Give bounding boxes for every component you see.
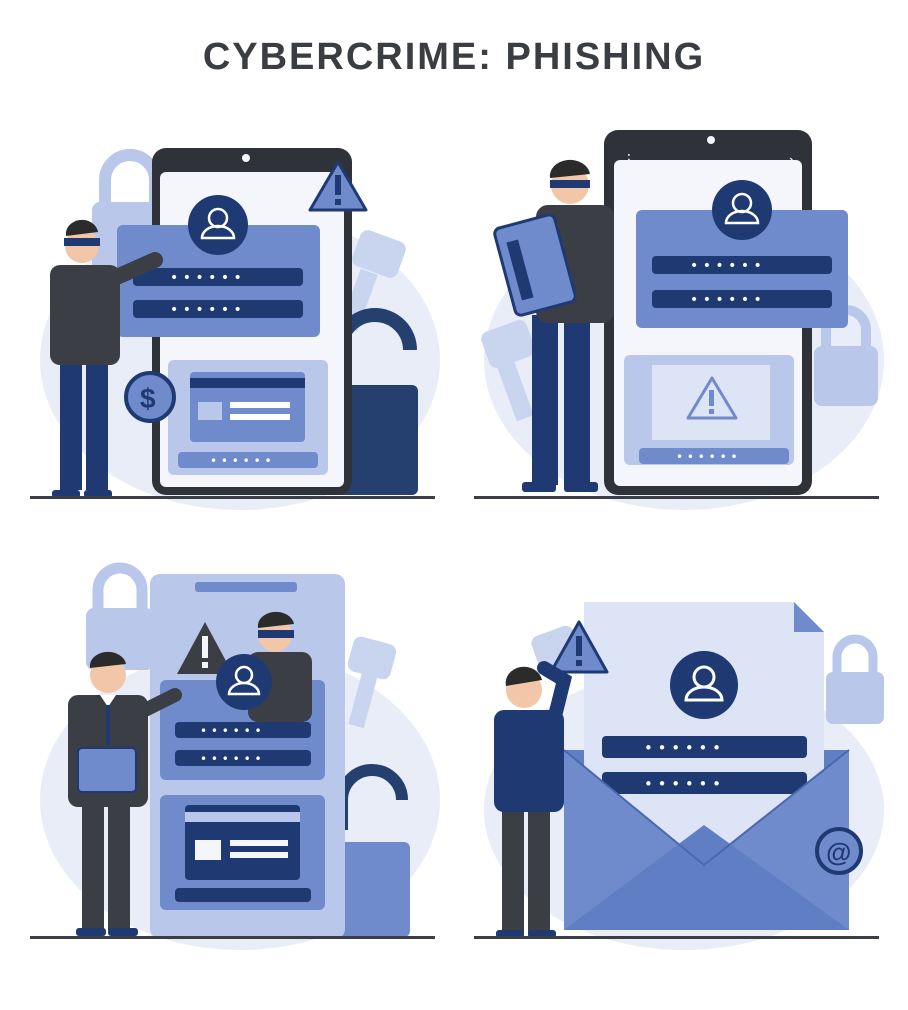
dollar-coin-icon: $: [124, 371, 176, 423]
credit-card-icon: [185, 805, 300, 880]
password-mask: • • • • • •: [170, 270, 242, 286]
padlock-icon: [826, 634, 884, 724]
username-field[interactable]: [652, 256, 832, 274]
thief-figure: [50, 219, 163, 498]
password-field[interactable]: [175, 750, 311, 766]
user-icon: [188, 195, 248, 255]
password-field[interactable]: [602, 772, 807, 794]
panel-thief-card-phone: ⋮ › • • • • • • • • • • • • • • • • • •: [454, 110, 908, 560]
ground-line: [30, 496, 435, 499]
page-title: CYBERCRIME: PHISHING: [202, 36, 706, 78]
password-mask: • • • • • •: [170, 302, 242, 318]
username-field[interactable]: [133, 268, 303, 286]
credit-card-icon: [493, 213, 577, 317]
illustration-thief-with-card: ⋮ › • • • • • • • • • • • • • • • • • •: [474, 130, 884, 510]
key-icon: [347, 636, 397, 729]
confused-man-figure: [494, 661, 573, 938]
user-icon: [216, 654, 272, 710]
phone-camera: [707, 136, 715, 144]
warning-icon: [549, 620, 609, 674]
username-field[interactable]: [175, 722, 311, 738]
password-field[interactable]: [652, 290, 832, 308]
forward-nav-icon[interactable]: ›: [789, 152, 794, 169]
padlock-icon: [86, 562, 154, 670]
warning-icon: [177, 622, 233, 674]
envelope-icon: [563, 749, 850, 930]
illustration-phishing-envelope: • • • • • • • • • • • • @: [474, 602, 884, 950]
password-mask: • • • • • •: [200, 752, 262, 766]
password-mask: • • • • • •: [644, 775, 721, 793]
password-mask: • • • • • •: [676, 450, 738, 464]
warning-icon: [686, 376, 738, 420]
input-field[interactable]: [639, 448, 789, 464]
username-field[interactable]: [602, 736, 807, 758]
illustration-businessman-phone: • • • • • • • • • • • •: [30, 562, 440, 950]
menu-icon[interactable]: ⋮: [622, 152, 636, 168]
panel-phone-login-thief: ‹ • • • • • • • • • • • • • • • • • • $: [0, 110, 454, 560]
password-mask: • • • • • •: [200, 724, 262, 738]
user-icon: [670, 651, 738, 719]
phone-speaker: [195, 582, 297, 592]
password-mask: • • • • • •: [210, 454, 272, 468]
input-field[interactable]: [175, 888, 311, 902]
user-icon: [712, 180, 772, 240]
password-mask: • • • • • •: [690, 258, 762, 274]
svg-text:@: @: [826, 837, 851, 867]
at-sign-icon: @: [815, 827, 863, 875]
illustration-phone-login: ‹ • • • • • • • • • • • • • • • • • • $: [30, 148, 440, 510]
ground-line: [474, 496, 879, 499]
password-field[interactable]: [133, 300, 303, 318]
phone-camera: [242, 154, 250, 162]
ground-line: [474, 936, 879, 939]
back-nav-icon[interactable]: ‹: [163, 170, 168, 187]
warning-icon: [308, 160, 368, 212]
password-mask: • • • • • •: [690, 292, 762, 308]
key-icon: [481, 320, 535, 422]
panel-businessman-hacked-phone: • • • • • • • • • • • •: [0, 560, 454, 1010]
svg-text:$: $: [140, 383, 156, 414]
card-number-field[interactable]: [178, 452, 318, 468]
password-mask: • • • • • •: [644, 739, 721, 757]
credit-card-icon: [190, 372, 305, 442]
folder-icon: [77, 747, 137, 793]
panel-phishing-email: • • • • • • • • • • • • @: [454, 560, 908, 1010]
ground-line: [30, 936, 435, 939]
